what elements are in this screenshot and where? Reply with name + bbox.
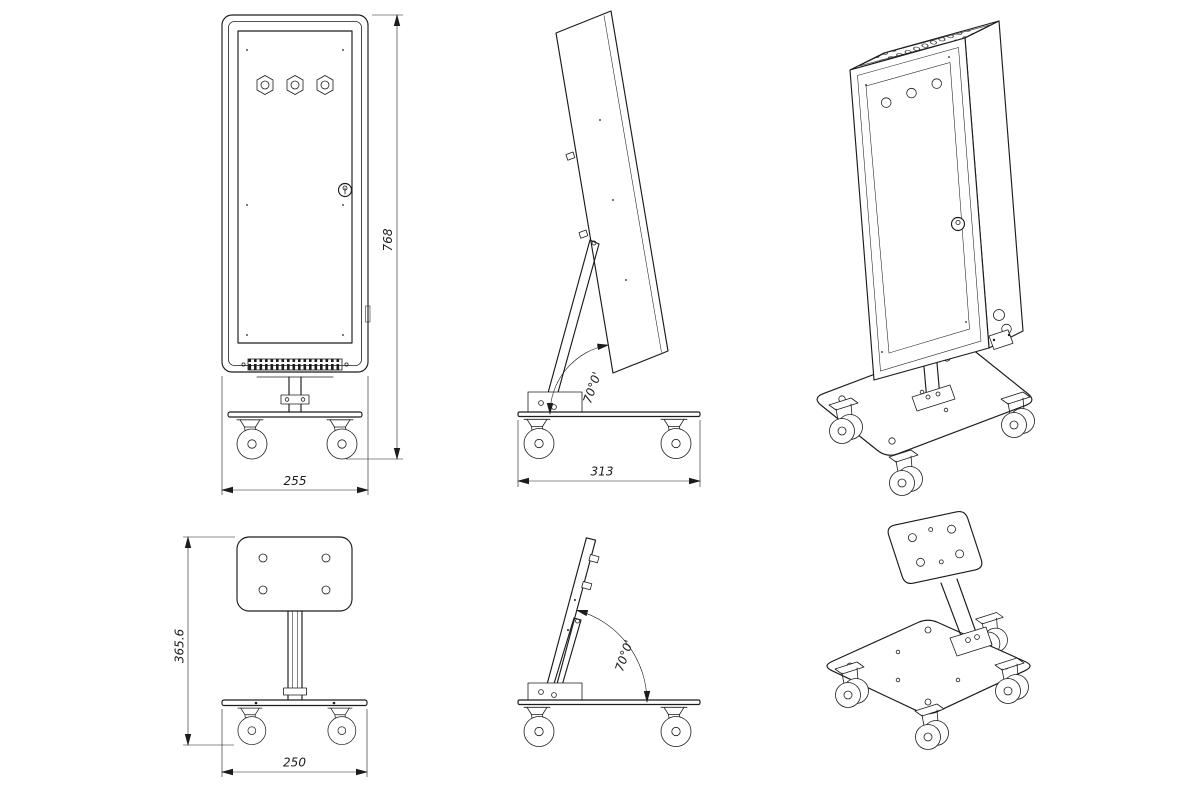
- dimension-stand-angle: 70°0': [575, 609, 651, 703]
- caster-side-left: [520, 416, 555, 459]
- stand-base-bracket: [527, 682, 583, 701]
- mount-clip-lower: [578, 229, 589, 239]
- stand-iso-vesa-holes: [908, 524, 964, 567]
- dimension-stand-height: 365.6: [173, 536, 235, 746]
- base-plate-edge: [227, 411, 363, 418]
- base-bracket: [527, 391, 583, 415]
- base-bolt-dot: [332, 701, 336, 705]
- iso-screen-edge: [865, 62, 970, 354]
- dim-text-angle-top: 70°0': [580, 370, 604, 405]
- view-stand-front: [221, 536, 368, 745]
- caster-iso-bottom: [888, 449, 923, 496]
- dim-text-313: 313: [591, 465, 614, 479]
- dim-text-angle-bottom: 70°0': [612, 638, 636, 673]
- caster-front-left: [233, 416, 268, 460]
- dim-text-255: 255: [284, 474, 307, 488]
- pedestal-column: [256, 376, 334, 413]
- stand-iso-arm: [940, 578, 993, 657]
- plate-clip-upper: [588, 554, 600, 564]
- vesa-holes-front: [258, 553, 331, 595]
- view-side: [517, 10, 701, 459]
- dim-text-365-6: 365.6: [173, 628, 187, 663]
- side-connector-tab: [365, 305, 371, 323]
- stand-iso-vesa-plate: [887, 511, 983, 584]
- dimension-front-width: 255: [221, 376, 369, 495]
- caster-side-right: [657, 416, 692, 459]
- mount-clip-upper: [565, 151, 576, 161]
- caster-stand-side-left: [520, 704, 555, 747]
- dimension-front-height: 768: [346, 14, 403, 460]
- display-panel-side: [555, 10, 669, 374]
- view-isometric: [816, 20, 1035, 496]
- vesa-plate-front: [236, 536, 353, 612]
- caster-stand-iso-bottom: [914, 703, 949, 750]
- iso-pedestal: [911, 362, 956, 412]
- dimension-side-depth: 313: [517, 420, 701, 487]
- iso-front-face: [849, 37, 990, 381]
- dimension-stand-width: 250: [221, 709, 368, 777]
- base-plate-side-edge: [517, 411, 701, 418]
- iso-rivet-dots: [865, 56, 967, 353]
- plate-clip-lower: [581, 581, 593, 591]
- hex-vent-holes: [256, 75, 334, 95]
- base-bolt-dot: [254, 701, 258, 705]
- rivet-dots: [246, 49, 344, 336]
- vesa-plate-side: [545, 537, 597, 690]
- plate-rivet: [574, 599, 576, 601]
- view-stand-isometric: [826, 511, 1031, 750]
- caster-front-right: [323, 416, 358, 460]
- view-front: [221, 14, 371, 460]
- cabinet-screen-area: [237, 30, 353, 344]
- dim-text-250: 250: [283, 756, 306, 770]
- stand-column: [283, 610, 307, 701]
- caster-stand-front-left: [234, 705, 267, 745]
- lock-icon: [337, 182, 353, 198]
- iso-vent-holes: [881, 78, 942, 108]
- stand-base-edge: [221, 699, 368, 707]
- panel-rivets: [599, 119, 627, 281]
- caster-stand-front-right: [324, 705, 357, 745]
- bottom-vent-grille: [241, 358, 349, 371]
- view-stand-side: [517, 537, 701, 747]
- cabinet-outer-frame: [221, 14, 369, 373]
- dim-text-768: 768: [381, 228, 395, 251]
- caster-stand-side-right: [657, 704, 692, 747]
- iso-lock-icon: [950, 216, 966, 232]
- stand-base-side-edge: [517, 699, 701, 706]
- iso-front-bevel: [857, 47, 982, 372]
- iso-power-socket: [988, 309, 1014, 350]
- plate-rivet: [567, 629, 569, 631]
